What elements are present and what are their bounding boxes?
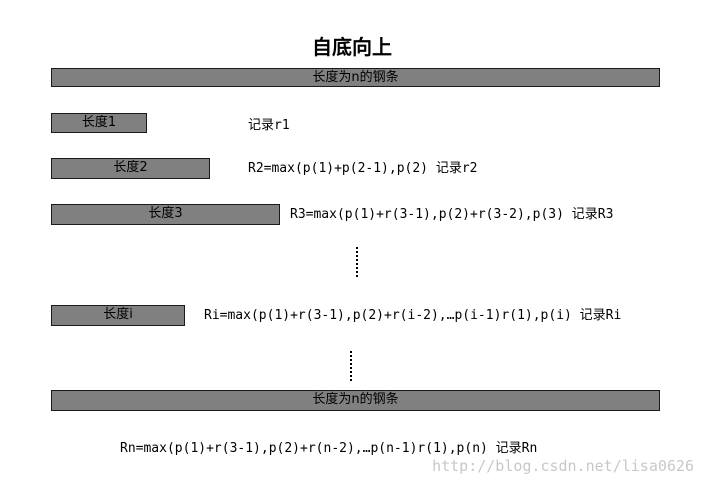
final-formula: Rn=max(p(1)+r(3-1),p(2)+r(n-2),…p(n-1)r(… <box>120 441 538 456</box>
rod-bar-bottom: 长度为n的钢条 <box>51 390 660 411</box>
ellipsis-dots-1 <box>356 247 358 277</box>
diagram-title: 自底向上 <box>312 35 392 59</box>
row-2-formula: R2=max(p(1)+p(2-1),p(2) 记录r2 <box>248 161 478 176</box>
rod-bar-top: 长度为n的钢条 <box>51 68 660 87</box>
length-3-bar: 长度3 <box>51 204 280 225</box>
length-1-bar: 长度1 <box>51 113 147 133</box>
row-i-formula: Ri=max(p(1)+r(3-1),p(2)+r(i-2),…p(i-1)r(… <box>204 308 622 323</box>
length-i-bar: 长度i <box>51 305 185 326</box>
watermark: http://blog.csdn.net/lisa0626 <box>432 457 694 475</box>
row-1-text: 记录r1 <box>248 118 290 133</box>
length-2-bar: 长度2 <box>51 158 210 179</box>
row-3-formula: R3=max(p(1)+r(3-1),p(2)+r(3-2),p(3) 记录R3 <box>290 207 614 222</box>
ellipsis-dots-2 <box>350 351 352 381</box>
